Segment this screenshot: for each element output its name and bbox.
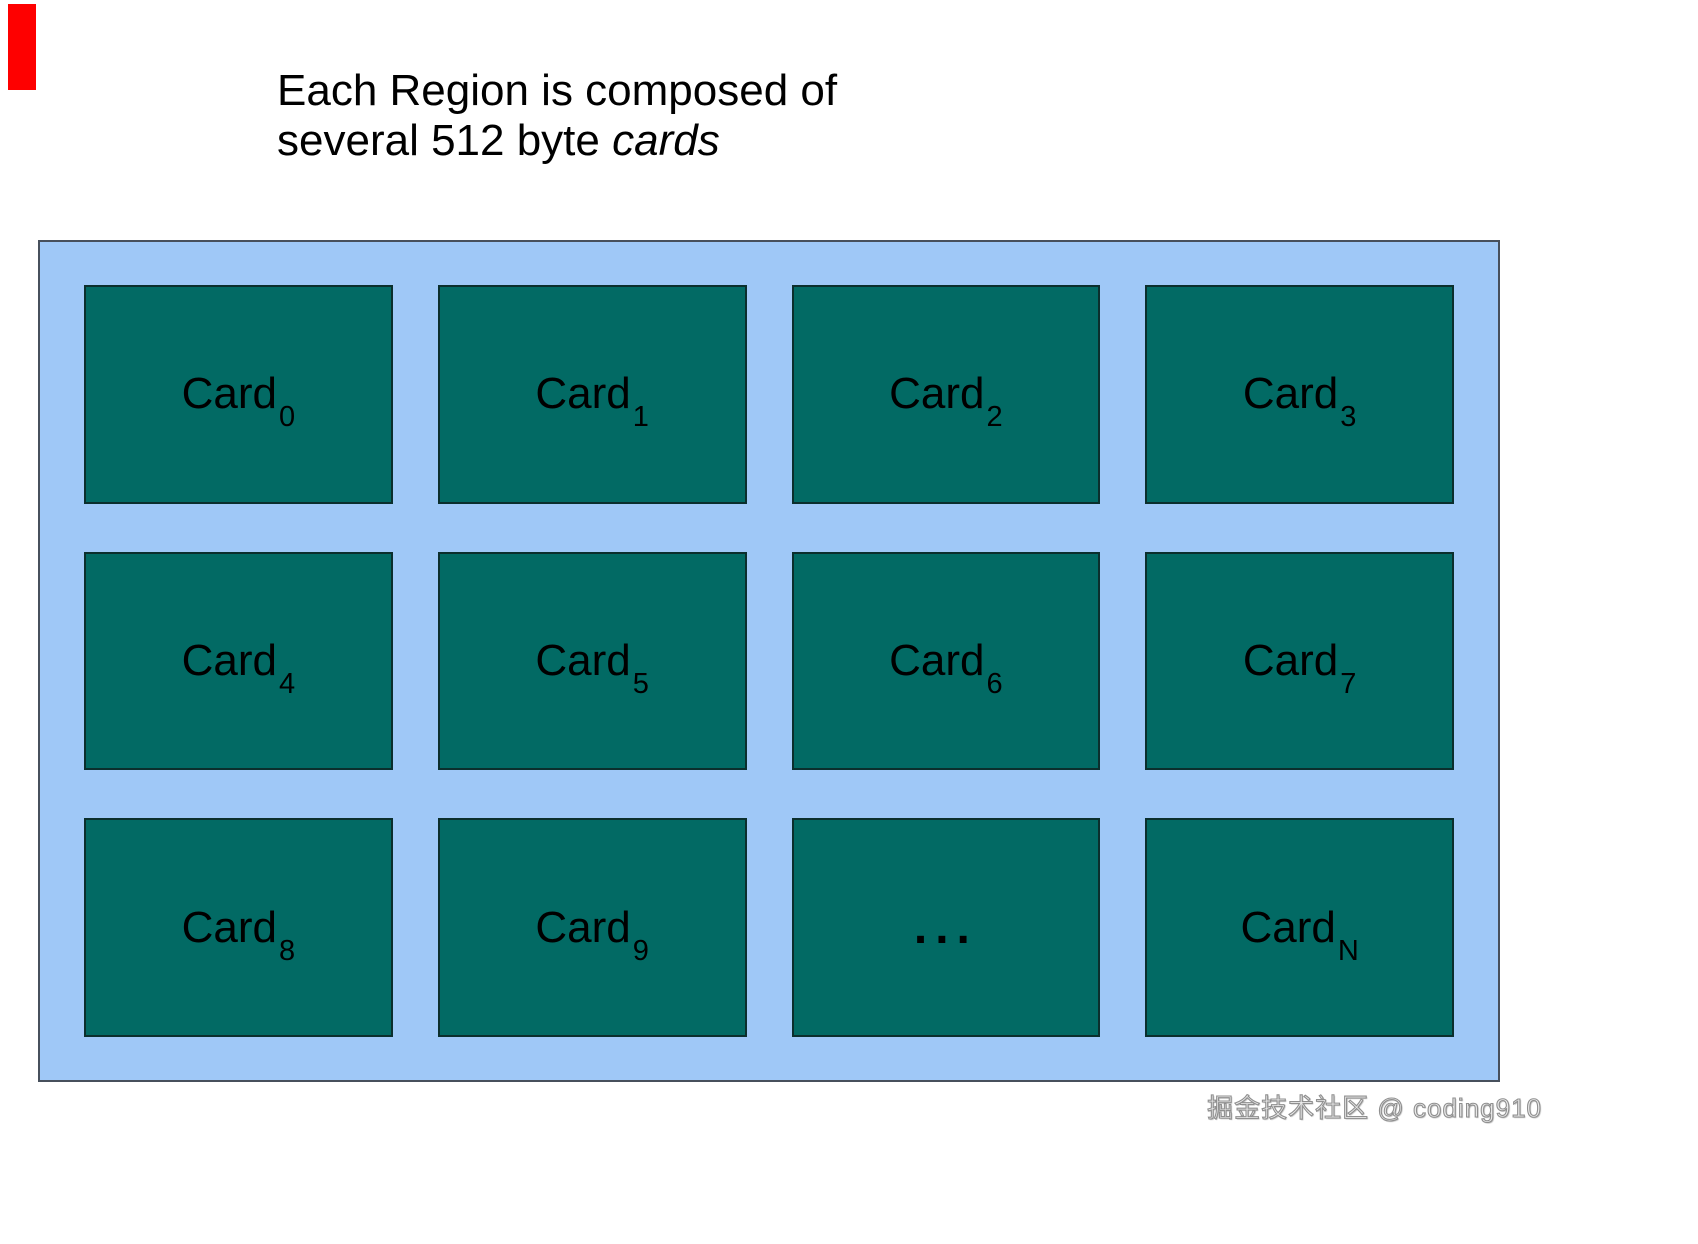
card-label: Card1 [535, 369, 649, 434]
card-9: Card9 [437, 818, 747, 1037]
card-subscript: 6 [986, 667, 1003, 700]
card-8: Card8 [84, 818, 393, 1037]
card-3: Card3 [1145, 285, 1454, 504]
card-label: Card9 [535, 902, 649, 967]
card-label: Card5 [535, 635, 649, 700]
slide-title: Each Region is composed of several 512 b… [277, 66, 837, 166]
card-subscript: 2 [986, 401, 1003, 434]
card-subscript: N [1337, 934, 1359, 967]
card-label: Card0 [181, 369, 296, 434]
card-label: Card4 [181, 635, 296, 700]
watermark: 掘金技术社区 @ coding910 [1207, 1092, 1542, 1123]
card-5: Card5 [437, 551, 747, 771]
card-subscript: 3 [1340, 401, 1357, 434]
card-label: Card6 [889, 635, 1003, 700]
card-1: Card1 [437, 285, 747, 504]
card-n: CardN [1145, 818, 1454, 1037]
card-ellipsis: ... [791, 818, 1101, 1037]
card-label: Card2 [889, 369, 1003, 434]
card-subscript: 4 [278, 667, 296, 700]
red-marker-bar [8, 4, 36, 90]
card-0: Card0 [84, 285, 393, 504]
card-4: Card4 [84, 551, 393, 771]
card-label: Card7 [1242, 635, 1357, 700]
card-subscript: 0 [278, 401, 296, 434]
card-label: Card3 [1242, 369, 1357, 434]
card-subscript: 8 [278, 934, 296, 967]
title-line-2: several 512 byte cards [277, 116, 720, 165]
card-ellipsis-label: ... [913, 901, 978, 955]
card-subscript: 7 [1340, 667, 1357, 700]
region-container: Card0 Card1 Card2 Card3 Card4 Card5 Card… [38, 240, 1500, 1082]
title-line-1: Each Region is composed of [277, 66, 838, 115]
card-label: Card8 [181, 902, 296, 967]
card-label: CardN [1240, 902, 1359, 967]
card-7: Card7 [1145, 551, 1454, 771]
title-italic-word: cards [612, 116, 720, 165]
card-6: Card6 [791, 551, 1101, 771]
card-subscript: 5 [632, 667, 649, 700]
card-2: Card2 [791, 285, 1101, 504]
card-subscript: 9 [632, 934, 649, 967]
card-subscript: 1 [632, 401, 649, 434]
